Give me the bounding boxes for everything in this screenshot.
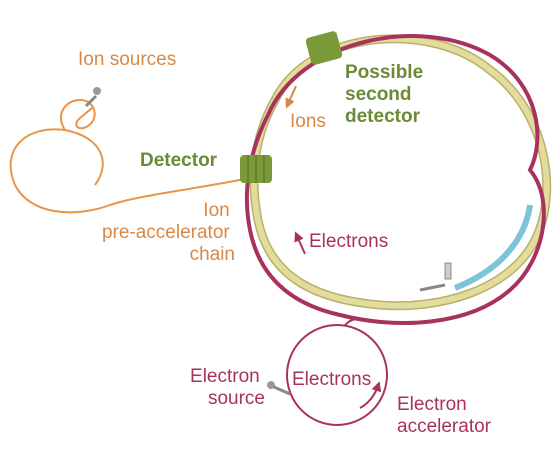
electrons-loop-arrow <box>359 381 382 409</box>
ions-label: Ions <box>290 111 326 132</box>
detector-icon <box>240 155 272 183</box>
electrons-ring-arrow <box>294 231 306 255</box>
electron-ring <box>244 34 546 325</box>
ion-source-dot <box>93 87 101 95</box>
ion-source-coil <box>84 94 98 108</box>
ion-sources-label: Ion sources <box>78 49 176 70</box>
electron-accelerator-loop <box>286 324 388 426</box>
ion-pre-accelerator-path <box>9 128 251 214</box>
electron-source-coil <box>267 381 291 396</box>
detector-label: Detector <box>140 150 218 171</box>
electrons-ring-label: Electrons <box>309 231 388 252</box>
ions-arrow <box>285 85 297 109</box>
electrons-loop-label: Electrons <box>292 369 371 390</box>
cyan-ring-section <box>453 204 533 291</box>
ring-device-icon <box>419 262 452 292</box>
electron-accelerator-label: Electron accelerator <box>397 394 492 437</box>
electron-source-label: Electron source <box>190 366 265 409</box>
ion-ring-inner <box>251 35 550 309</box>
possible-second-detector-label: Possible second detector <box>345 62 428 127</box>
ion-chain-link <box>60 98 96 131</box>
second-detector-icon <box>305 31 343 65</box>
ion-pre-accelerator-chain-label: Ion pre-accelerator chain <box>102 200 235 265</box>
electron-injection-line <box>344 318 361 326</box>
